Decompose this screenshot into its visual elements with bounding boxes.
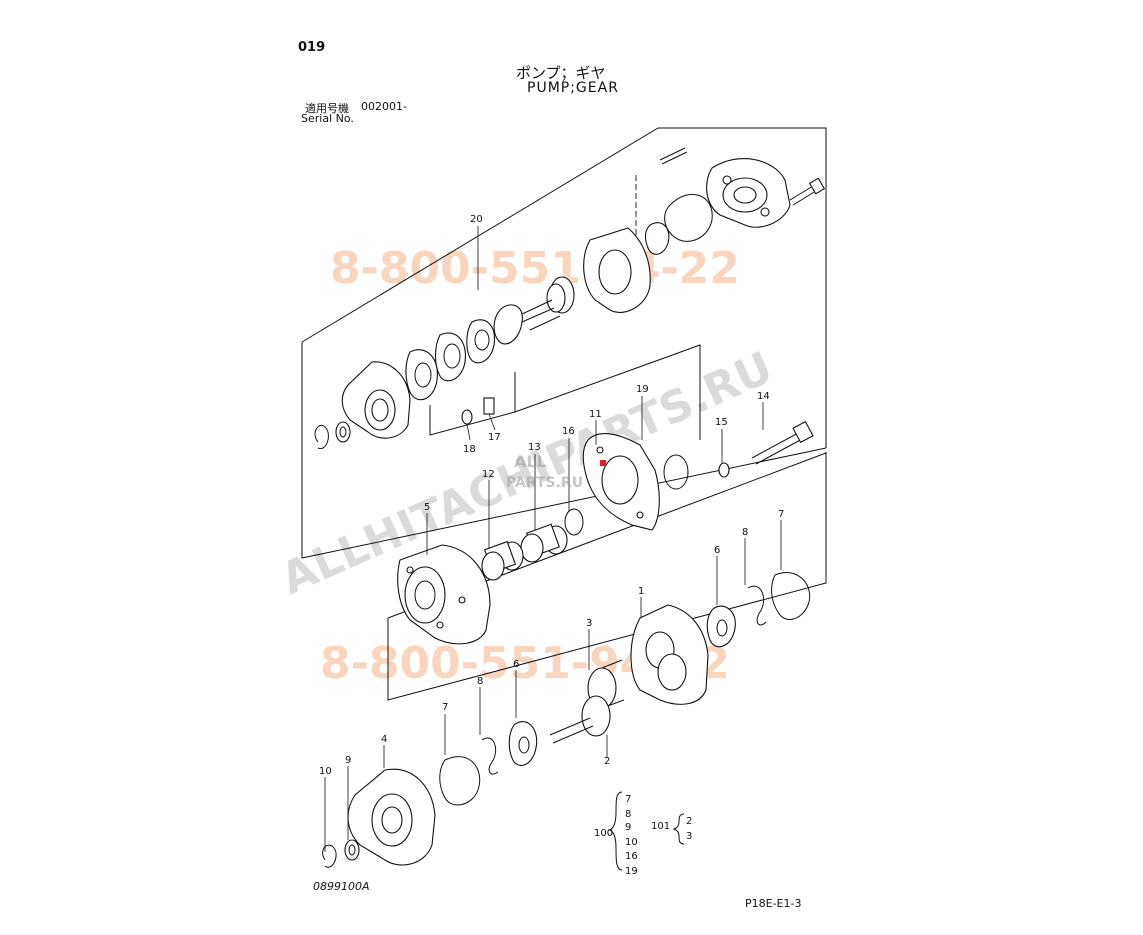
top-thrust-plate-4 [405,349,438,401]
callout-1: 1 [638,586,644,597]
watermark-logo-bottom: PARTS.RU [506,475,583,491]
washer-18 [461,409,473,441]
kit-101-label: 101 [651,821,670,832]
kit-100-group: 100 7 8 9 10 16 19 [594,791,638,877]
washer-15 [718,462,730,478]
fitting-17 [483,397,496,431]
callout-8-lower: 8 [477,676,483,687]
kit-100-item: 8 [625,809,631,820]
top-oil-seal [335,421,351,443]
callout-11: 11 [589,409,602,420]
oil-seal-9 [344,839,360,861]
pump-body-1 [630,604,709,705]
serial-label-japanese: 適用号機 [305,102,349,115]
top-mounting-flange [341,361,411,439]
snap-ring-10 [322,844,337,868]
callout-7-lower: 7 [442,702,448,713]
page-number: 019 [298,40,326,55]
kit-101-item: 3 [686,831,692,842]
top-wear-plate [645,222,670,255]
callout-12: 12 [482,469,495,480]
callout-14: 14 [757,391,770,402]
callout-7-upper: 7 [778,509,784,520]
watermark-phone-top: 8-800-551-94-22 [330,243,740,294]
side-plate-6-upper [706,605,736,648]
o-ring-16 [564,508,584,536]
page-code: P18E-E1-3 [745,897,802,910]
callout-20: 20 [470,214,483,225]
callout-3: 3 [586,618,592,629]
mounting-flange-4 [347,768,436,866]
top-cover-plate [706,158,791,228]
seal-7-lower [439,756,481,806]
callout-10: 10 [319,766,332,777]
kit-100-item: 7 [625,794,631,805]
leader-lines [324,226,782,852]
callout-4: 4 [381,734,387,745]
housing-5 [397,544,491,645]
callout-6-upper: 6 [714,545,720,556]
o-ring-19 [663,454,689,490]
kit-100-label: 100 [594,828,613,839]
kit-100-item: 19 [625,866,638,877]
side-plate-6-lower [508,721,538,766]
callout-19: 19 [636,384,649,395]
callout-6-lower: 6 [513,659,519,670]
kit-100-item: 16 [625,851,638,862]
callout-18: 18 [463,444,476,455]
title-japanese: ポンプ；ギヤ [516,64,606,82]
driven-gear-2 [549,695,611,744]
watermark-logo-top: ALL [514,452,547,471]
callout-9: 9 [345,755,351,766]
callout-13: 13 [528,442,541,453]
top-gear-shaft [519,276,575,331]
top-snap-ring [314,424,329,450]
top-bolt [789,177,826,206]
callout-5: 5 [424,502,430,513]
top-thrust-plate-2 [466,319,495,364]
logo-red-mark [600,460,606,466]
title-english: PUMP;GEAR [527,80,619,96]
serial-label-english: Serial No. [301,112,354,125]
top-dowel-pin [659,147,688,165]
backup-ring-8-lower [481,737,499,775]
cover-11 [582,433,660,531]
kit-100-item: 9 [625,822,631,833]
serial-number-value: 002001- [361,100,407,113]
callout-16: 16 [562,426,575,437]
callout-15: 15 [715,417,728,428]
kit-100-item: 10 [625,837,638,848]
top-seal-ring [664,193,713,242]
bushing-12 [481,540,524,581]
callout-2: 2 [604,756,610,767]
callout-17: 17 [488,432,501,443]
kit-101-item: 2 [686,816,692,827]
bolt-14 [751,420,814,465]
backup-ring-8-upper [747,585,767,626]
top-thrust-plate-1 [493,304,523,345]
bushing-13 [520,523,568,563]
document-code: 0899100A [313,880,370,893]
callout-8-upper: 8 [742,527,748,538]
top-gear-housing [583,227,651,313]
kit-101-group: 101 2 3 [651,813,692,845]
seal-7-upper [771,572,811,620]
top-thrust-plate-3 [434,332,466,382]
